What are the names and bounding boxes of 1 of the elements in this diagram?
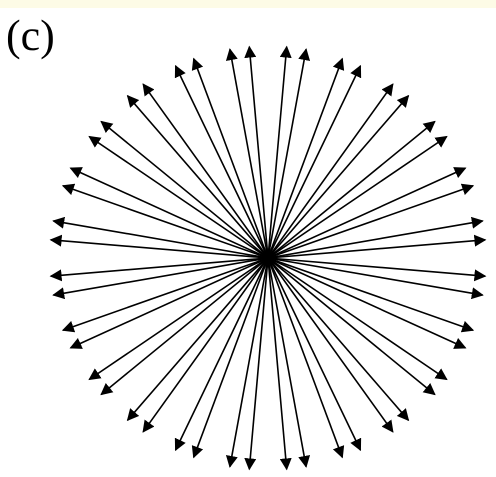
panel-label: (c) — [6, 12, 55, 60]
